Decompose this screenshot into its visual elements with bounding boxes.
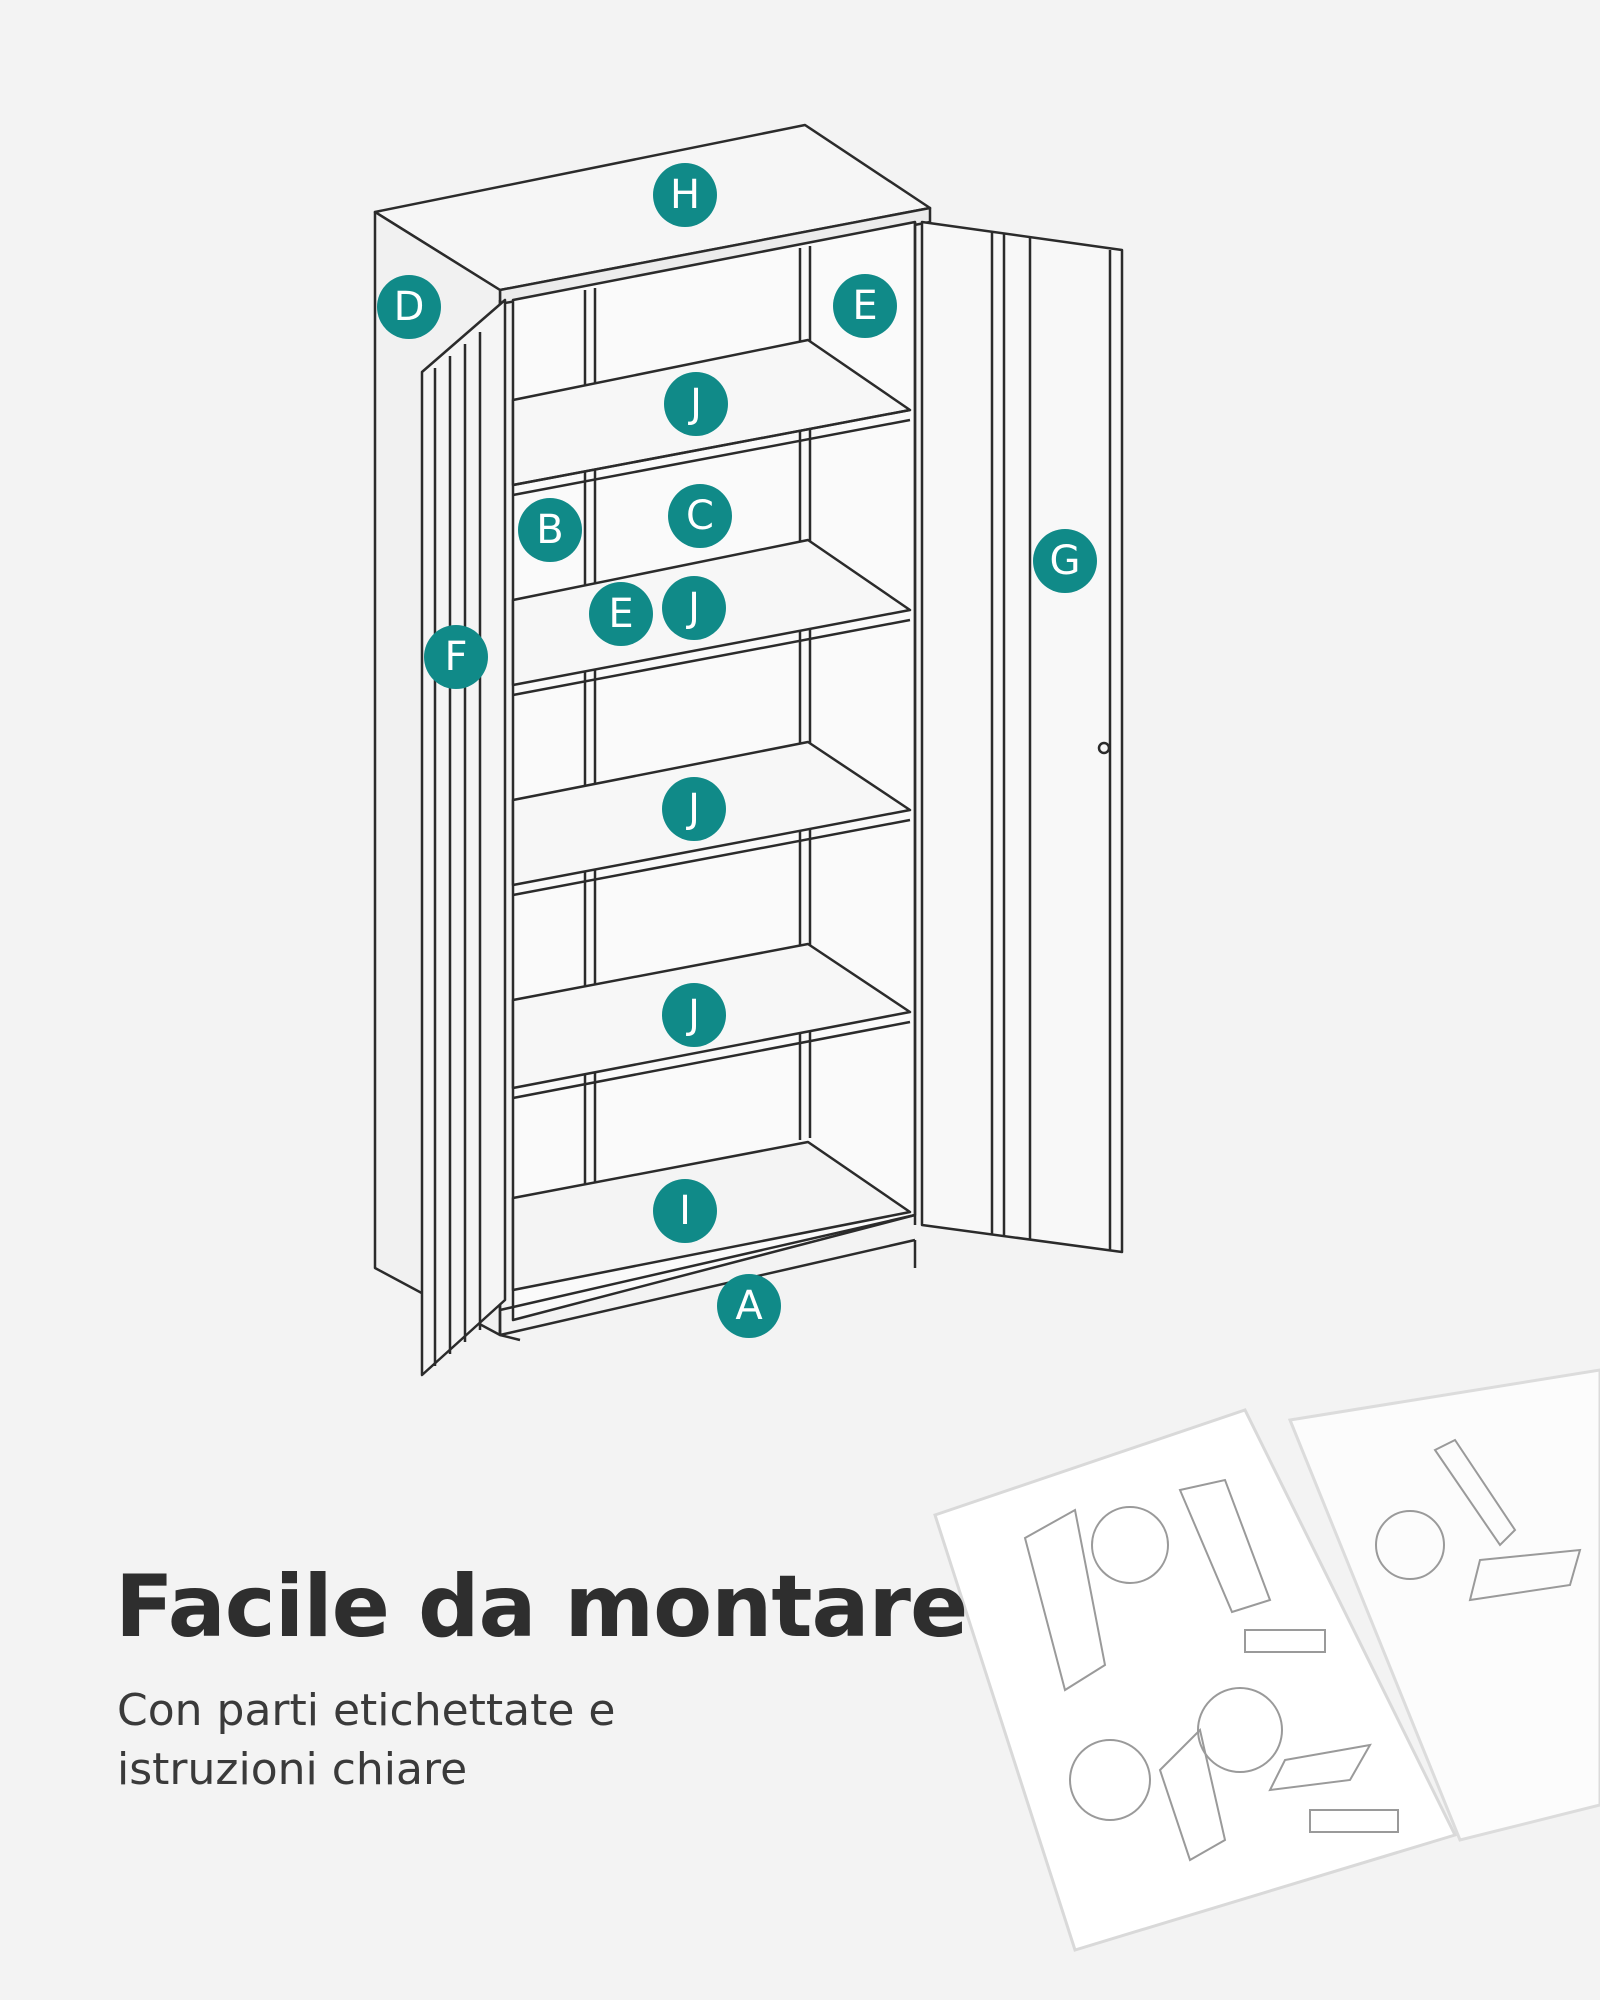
part-label-j3: J bbox=[662, 777, 726, 841]
part-label-d-text: D bbox=[394, 284, 425, 330]
part-label-b: B bbox=[518, 498, 582, 562]
instruction-booklet bbox=[933, 1368, 1600, 1952]
part-label-j4-text: J bbox=[685, 992, 700, 1038]
part-label-h-text: H bbox=[670, 172, 700, 218]
part-label-h: H bbox=[653, 163, 717, 227]
part-label-e-top: E bbox=[833, 274, 897, 338]
part-label-a-text: A bbox=[735, 1283, 763, 1329]
part-label-j1-text: J bbox=[687, 381, 702, 427]
part-label-g: G bbox=[1033, 529, 1097, 593]
part-label-b-text: B bbox=[536, 507, 563, 553]
part-label-e-top-text: E bbox=[852, 283, 877, 329]
part-label-c: C bbox=[668, 484, 732, 548]
headline: Facile da montare bbox=[115, 1557, 968, 1657]
part-label-j2: J bbox=[662, 576, 726, 640]
part-label-j2-text: J bbox=[685, 585, 700, 631]
part-label-f: F bbox=[424, 625, 488, 689]
part-label-a: A bbox=[717, 1274, 781, 1338]
part-label-c-text: C bbox=[686, 493, 714, 539]
cabinet-drawing bbox=[373, 123, 1124, 1377]
part-label-f-text: F bbox=[444, 634, 467, 680]
part-label-e-mid-text: E bbox=[608, 591, 633, 637]
part-label-i-text: I bbox=[679, 1188, 691, 1234]
part-label-d: D bbox=[377, 275, 441, 339]
part-label-g-text: G bbox=[1050, 538, 1081, 584]
part-label-j3-text: J bbox=[685, 786, 700, 832]
part-labels: H D E J B C G E J F J J I A bbox=[377, 163, 1097, 1338]
part-label-j4: J bbox=[662, 983, 726, 1047]
part-label-e-mid: E bbox=[589, 582, 653, 646]
part-label-i: I bbox=[653, 1179, 717, 1243]
part-label-j1: J bbox=[664, 372, 728, 436]
subline: Con parti etichettate e istruzioni chiar… bbox=[117, 1685, 616, 1795]
